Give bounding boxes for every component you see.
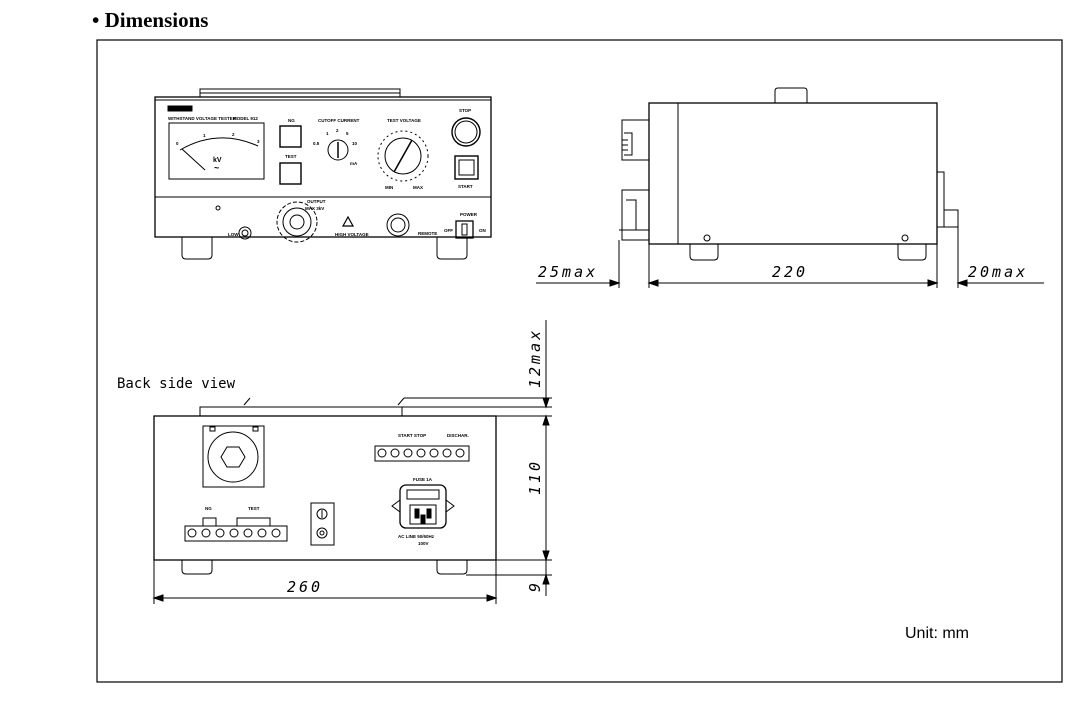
ac-line-label: AC LINE 50/60Hz	[398, 534, 435, 539]
test-voltage-min: MIN	[385, 185, 393, 190]
cutoff-tick-4: 10	[352, 141, 358, 146]
start-label: START	[458, 184, 473, 189]
front-view: WITHSTAND VOLTAGE TESTER MODEL 912 0 1 2…	[154, 88, 492, 260]
ng-lamp	[279, 125, 302, 148]
side-foot-right	[897, 244, 927, 261]
screw	[215, 205, 221, 211]
test-voltage-scale	[377, 130, 429, 182]
side-output-terminal	[621, 189, 650, 241]
remote-connector	[386, 213, 410, 237]
back-foot-left	[181, 560, 213, 575]
status-terminal-screws	[187, 528, 281, 538]
remote-label: REMOTE	[418, 231, 437, 236]
drawing-frame	[96, 39, 1063, 683]
back-test-label: TEST	[248, 506, 260, 511]
back-view-label: Back side view	[117, 376, 236, 392]
ac-volt-label: 100V	[418, 541, 429, 546]
front-case	[154, 96, 492, 238]
warning-icon	[341, 215, 355, 227]
unit-note: Unit: mm	[905, 625, 969, 642]
output-terminal-outer	[276, 201, 318, 243]
cutoff-unit: mA	[350, 161, 358, 166]
test-lamp	[279, 162, 302, 185]
test-voltage-max: MAX	[413, 185, 423, 190]
meter	[168, 122, 265, 180]
side-handle	[774, 87, 808, 103]
ac-inlet	[399, 484, 447, 529]
meter-scale-arc	[179, 137, 259, 151]
ng-label: NG	[288, 118, 295, 123]
back-foot-right	[436, 560, 468, 575]
high-voltage-label: HIGH VOLTAGE	[335, 232, 369, 237]
section-heading: • Dimensions	[92, 8, 208, 33]
side-case	[648, 102, 938, 245]
low-label: LOW	[228, 232, 239, 237]
ground-icon	[316, 508, 328, 520]
low-terminal	[238, 226, 252, 240]
dim-top-clear: 12max	[526, 328, 544, 388]
fan-guard	[202, 425, 265, 488]
stop-button	[451, 117, 481, 147]
side-rear-socket	[943, 209, 959, 228]
bullet: •	[92, 8, 100, 32]
dim-width: 260	[287, 578, 323, 596]
discharge-label: DISCHAR.	[447, 433, 469, 438]
cutoff-label: CUTOFF CURRENT	[318, 118, 360, 123]
back-handle	[199, 406, 403, 417]
back-case	[153, 415, 497, 561]
dim-height: 110	[526, 459, 544, 495]
earth-terminal-plate	[310, 502, 335, 546]
remote-terminal-block	[374, 445, 470, 462]
power-label: POWER	[460, 212, 478, 217]
model-number: MODEL 912	[233, 116, 258, 121]
stop-label: STOP	[459, 108, 471, 113]
fuse-label: FUSE 1A	[413, 477, 433, 482]
front-foot-right	[436, 237, 468, 260]
start-stop-label: START STOP	[398, 433, 426, 438]
back-view: START STOP DISCHAR. FUSE 1A AC LINE 50/6…	[152, 320, 552, 604]
back-ng-label: NG	[205, 506, 212, 511]
cutoff-tick-1: 1	[326, 131, 329, 136]
dim-side-right: 20max	[968, 263, 1028, 281]
cutoff-tick-2: 2	[336, 128, 339, 133]
power-on-label: ON	[479, 228, 486, 233]
meter-tick-2: 2	[232, 132, 235, 137]
front-foot-left	[181, 237, 213, 260]
cutoff-tick-3: 5	[346, 131, 349, 136]
meter-tick-0: 0	[176, 141, 179, 146]
side-view: 25max 220 20max	[536, 87, 1044, 288]
side-rear-block	[936, 171, 945, 228]
output-max-label: MAX 3kV	[305, 206, 324, 211]
test-voltage-knob	[384, 137, 422, 175]
power-switch	[455, 220, 474, 239]
test-label: TEST	[285, 154, 297, 159]
meter-ac-symbol: ~	[214, 163, 219, 173]
dim-side-depth: 220	[772, 263, 808, 281]
meter-unit: kV	[213, 157, 222, 164]
output-label: OUTPUT	[307, 199, 326, 204]
meter-tick-3: 3	[257, 139, 260, 144]
remote-terminal-screws	[377, 448, 465, 458]
fan-hub	[220, 446, 246, 468]
side-foot-left	[689, 244, 719, 261]
cutoff-tick-0: 0.5	[313, 141, 320, 146]
fan	[207, 431, 259, 483]
model-title: WITHSTAND VOLTAGE TESTER	[168, 116, 237, 121]
status-terminal-block	[184, 525, 288, 542]
heading-title: Dimensions	[104, 8, 209, 32]
meter-tick-1: 1	[203, 133, 206, 138]
test-voltage-label: TEST VOLTAGE	[387, 118, 421, 123]
dim-foot: 9	[526, 580, 544, 592]
meter-needle	[181, 148, 206, 171]
side-screw-left	[703, 234, 711, 242]
side-screw-right	[901, 234, 909, 242]
brand-logo	[167, 105, 193, 112]
dim-side-left: 25max	[538, 263, 598, 281]
start-button	[454, 155, 479, 180]
cutoff-knob	[327, 139, 349, 161]
power-off-label: OFF	[444, 228, 453, 233]
